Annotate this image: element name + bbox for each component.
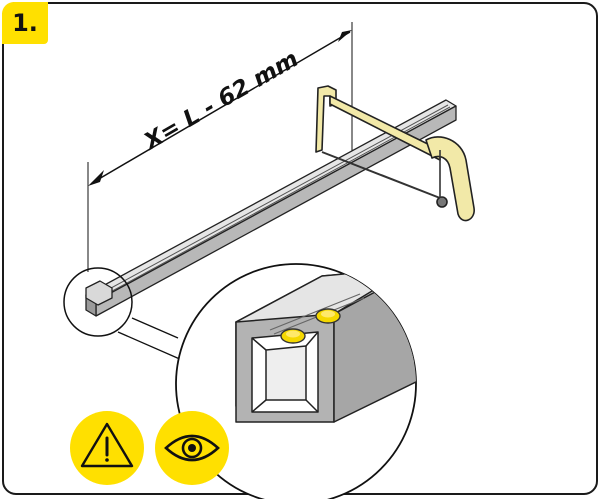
detail-callout-zoom	[175, 263, 417, 499]
detail-callout-small	[63, 267, 133, 337]
dimension-line	[87, 22, 353, 272]
step-number-badge: 1.	[2, 2, 48, 44]
hacksaw	[315, 85, 475, 222]
rail-profile	[85, 99, 457, 317]
warning-icon	[70, 411, 144, 485]
dimension-label: X= L - 62 mm	[138, 46, 303, 156]
eye-icon	[155, 411, 229, 485]
